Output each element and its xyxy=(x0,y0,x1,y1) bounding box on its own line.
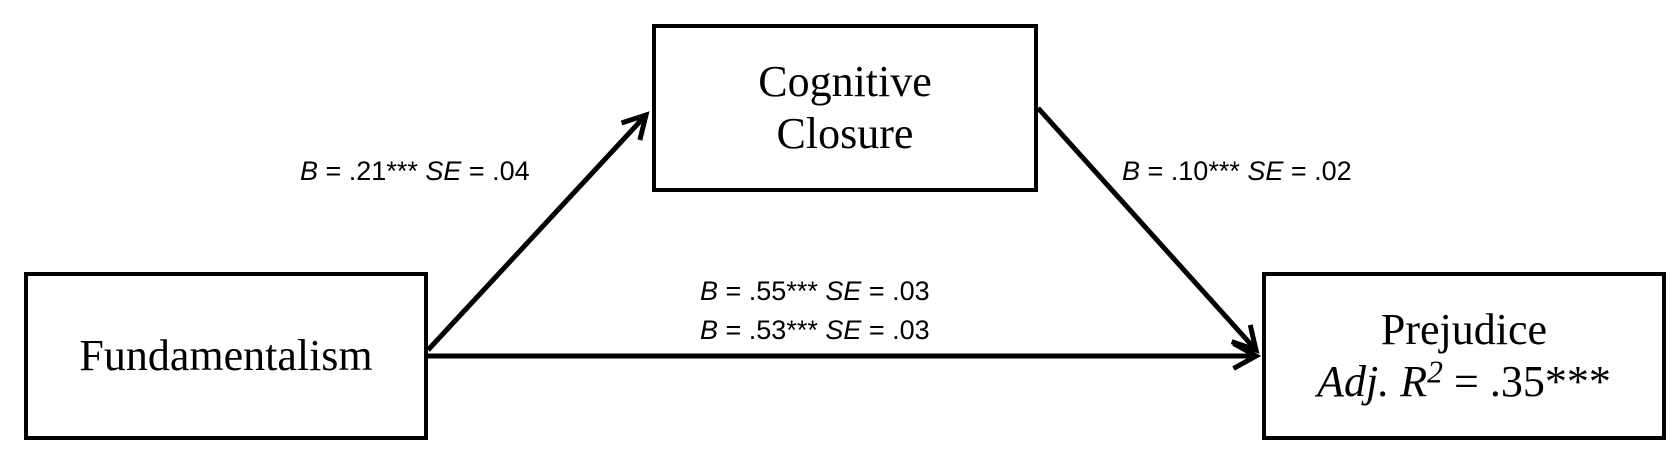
node-prejudice: Prejudice Adj. R2 = .35*** xyxy=(1262,272,1666,440)
path-a-b-symbol: B xyxy=(300,156,319,186)
path-c-total-label: B = .55*** SE = .03 xyxy=(700,278,930,305)
path-b-se-value: = .02 xyxy=(1283,156,1352,186)
path-c-total-se-value: = .03 xyxy=(861,276,930,306)
path-c-direct-label: B = .53*** SE = .03 xyxy=(700,317,930,344)
stat-exponent: 2 xyxy=(1427,354,1443,390)
path-c-total-b-value: = .55*** xyxy=(718,276,826,306)
path-c-total-se-symbol: SE xyxy=(825,276,862,306)
node-fundamentalism: Fundamentalism xyxy=(24,272,428,440)
node-cognitive-closure-line2: Closure xyxy=(776,109,914,158)
path-c-direct-b-value: = .53*** xyxy=(718,315,826,345)
path-c-direct-se-symbol: SE xyxy=(825,315,862,345)
arrow-closure-to-prejudice xyxy=(1036,106,1256,350)
node-prejudice-stat: Adj. R2 = .35*** xyxy=(1317,356,1611,408)
path-a-label: B = .21*** SE = .04 xyxy=(300,158,530,185)
path-b-b-value: = .10*** xyxy=(1140,156,1248,186)
stat-prefix: Adj. R xyxy=(1317,357,1428,406)
path-c-direct-b-symbol: B xyxy=(700,315,719,345)
node-fundamentalism-label: Fundamentalism xyxy=(79,331,373,381)
path-a-se-symbol: SE xyxy=(425,156,462,186)
node-cognitive-closure-line1: Cognitive xyxy=(758,57,932,107)
node-prejudice-label: Prejudice xyxy=(1380,305,1548,355)
path-c-total-b-symbol: B xyxy=(700,276,719,306)
stat-value: = .35*** xyxy=(1443,357,1611,406)
path-a-se-value: = .04 xyxy=(461,156,530,186)
path-b-b-symbol: B xyxy=(1122,156,1141,186)
path-b-label: B = .10*** SE = .02 xyxy=(1122,158,1352,185)
arrow-fundamentalism-to-closure xyxy=(426,115,646,352)
path-a-b-value: = .21*** xyxy=(318,156,426,186)
path-b-se-symbol: SE xyxy=(1247,156,1284,186)
node-cognitive-closure: Cognitive Closure xyxy=(652,24,1038,192)
path-c-direct-se-value: = .03 xyxy=(861,315,930,345)
